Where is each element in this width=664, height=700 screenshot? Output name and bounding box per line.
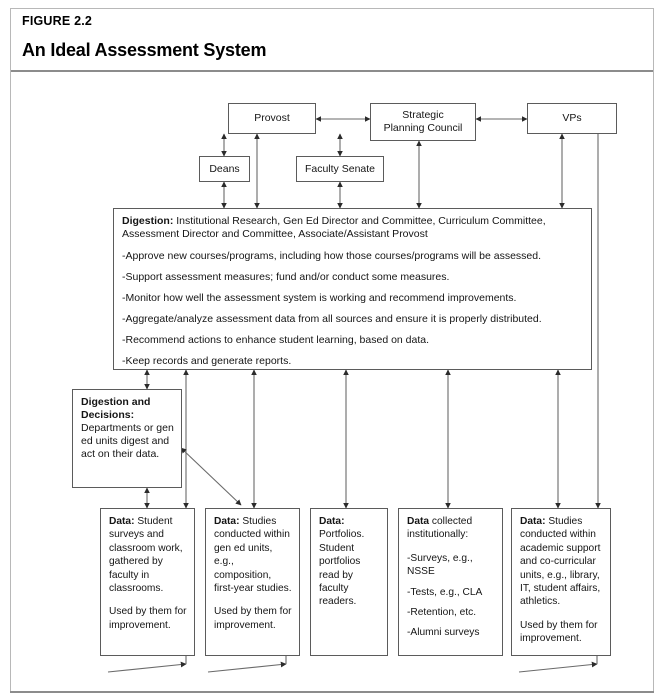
node-vps[interactable]: VPs [527, 103, 617, 134]
data-paragraph: Used by them for improvement. [214, 606, 292, 631]
node-digestion-and-decisions-heading: Digestion and Decisions: [81, 396, 151, 421]
data-bold-lead: Data: [319, 516, 345, 527]
node-deans[interactable]: Deans [199, 156, 250, 182]
node-data-student-surveys-body: Data: Student surveys and classroom work… [101, 509, 194, 636]
node-digestion-and-decisions[interactable]: Digestion and Decisions: Departments or … [72, 389, 182, 488]
wire-feedback-data5 [518, 661, 598, 673]
node-digestion[interactable]: Digestion: Institutional Research, Gen E… [113, 208, 592, 370]
frame-bottom-border [10, 691, 654, 693]
wire-feedback-data1 [107, 661, 187, 673]
data-paragraph: Used by them for improvement. [520, 619, 598, 645]
frame-top-border [10, 8, 654, 9]
diagram-connectors [107, 116, 601, 673]
node-data-portfolios-body: Data: Portfolios. Student portfolios read… [311, 509, 387, 613]
figure-label: FIGURE 2.2 [22, 14, 93, 28]
node-deans-label: Deans [209, 162, 240, 175]
node-digestion-bullet: -Approve new courses/programs, including… [122, 250, 542, 262]
node-provost-label: Provost [254, 112, 290, 124]
data-text: Student surveys and classroom work, gath… [109, 516, 183, 595]
data-bold-lead: Data: [109, 516, 135, 527]
data-line: -Retention, etc. [407, 607, 477, 619]
node-digestion-heading: Digestion: Institutional Research, Gen E… [122, 215, 584, 241]
node-data-gen-ed-studies-body: Data: Studies conducted within gen ed un… [206, 509, 299, 636]
node-data-institutional-body: Data collected institutionally: -Surveys… [399, 509, 502, 651]
data-text: Studies conducted within academic suppor… [520, 516, 601, 608]
node-faculty-senate[interactable]: Faculty Senate [296, 156, 384, 182]
node-data-student-surveys[interactable]: Data: Student surveys and classroom work… [100, 508, 195, 656]
data-line: -Tests, e.g., CLA [407, 586, 483, 598]
node-digestion-body: Digestion: Institutional Research, Gen E… [114, 209, 591, 372]
node-digestion-bullet: -Keep records and generate reports. [122, 355, 292, 367]
node-digestion-bullet: -Monitor how well the assessment system … [122, 292, 517, 304]
data-bold-lead: Data [407, 516, 430, 527]
node-digestion-heading-rest: Institutional Research, Gen Ed Director … [122, 215, 546, 240]
node-digestion-bullet: -Aggregate/analyze assessment data from … [122, 313, 542, 325]
node-digestion-and-decisions-text: Departments or gen ed units digest and a… [81, 422, 174, 460]
data-text: collected institutionally: [407, 516, 473, 541]
data-paragraph: Data collected institutionally: [407, 515, 495, 542]
wire-feedback-data2 [207, 661, 287, 673]
header-divider [10, 70, 654, 72]
node-data-gen-ed-studies[interactable]: Data: Studies conducted within gen ed un… [205, 508, 300, 656]
node-vps-label: VPs [562, 112, 582, 124]
node-faculty-senate-label: Faculty Senate [304, 162, 376, 175]
node-data-academic-support-body: Data: Studies conducted within academic … [512, 509, 610, 650]
data-text: Portfolios. Student portfolios read by f… [319, 529, 365, 608]
node-digestion-heading-bold: Digestion: [122, 215, 174, 227]
node-digestion-bullet: -Support assessment measures; fund and/o… [122, 271, 450, 283]
frame-right-border [653, 8, 654, 692]
data-paragraph: Data: Portfolios. Student portfolios read… [319, 515, 380, 609]
node-data-institutional[interactable]: Data collected institutionally: -Surveys… [398, 508, 503, 656]
node-provost[interactable]: Provost [228, 103, 316, 134]
data-paragraph: Data: Student surveys and classroom work… [109, 515, 187, 595]
data-line: -Surveys, e.g., NSSE [407, 552, 473, 578]
node-digestion-and-decisions-body: Digestion and Decisions: Departments or … [73, 390, 181, 465]
node-data-portfolios[interactable]: Data: Portfolios. Student portfolios read… [310, 508, 388, 656]
data-line: -Alumni surveys [407, 627, 480, 639]
data-paragraph: Data: Studies conducted within academic … [520, 515, 603, 609]
page-title: An Ideal Assessment System [22, 40, 267, 60]
wire-data2-decisions [180, 447, 242, 506]
node-digestion-bullet: -Recommend actions to enhance student le… [122, 334, 430, 346]
data-bold-lead: Data: [520, 516, 546, 527]
node-data-academic-support[interactable]: Data: Studies conducted within academic … [511, 508, 611, 656]
data-paragraph: Data: Studies conducted within gen ed un… [214, 515, 292, 595]
frame-left-border [10, 8, 11, 692]
data-text: Studies conducted within gen ed units, e… [214, 516, 292, 595]
data-paragraph: Used by them for improvement. [109, 606, 187, 631]
data-bold-lead: Data: [214, 516, 240, 527]
